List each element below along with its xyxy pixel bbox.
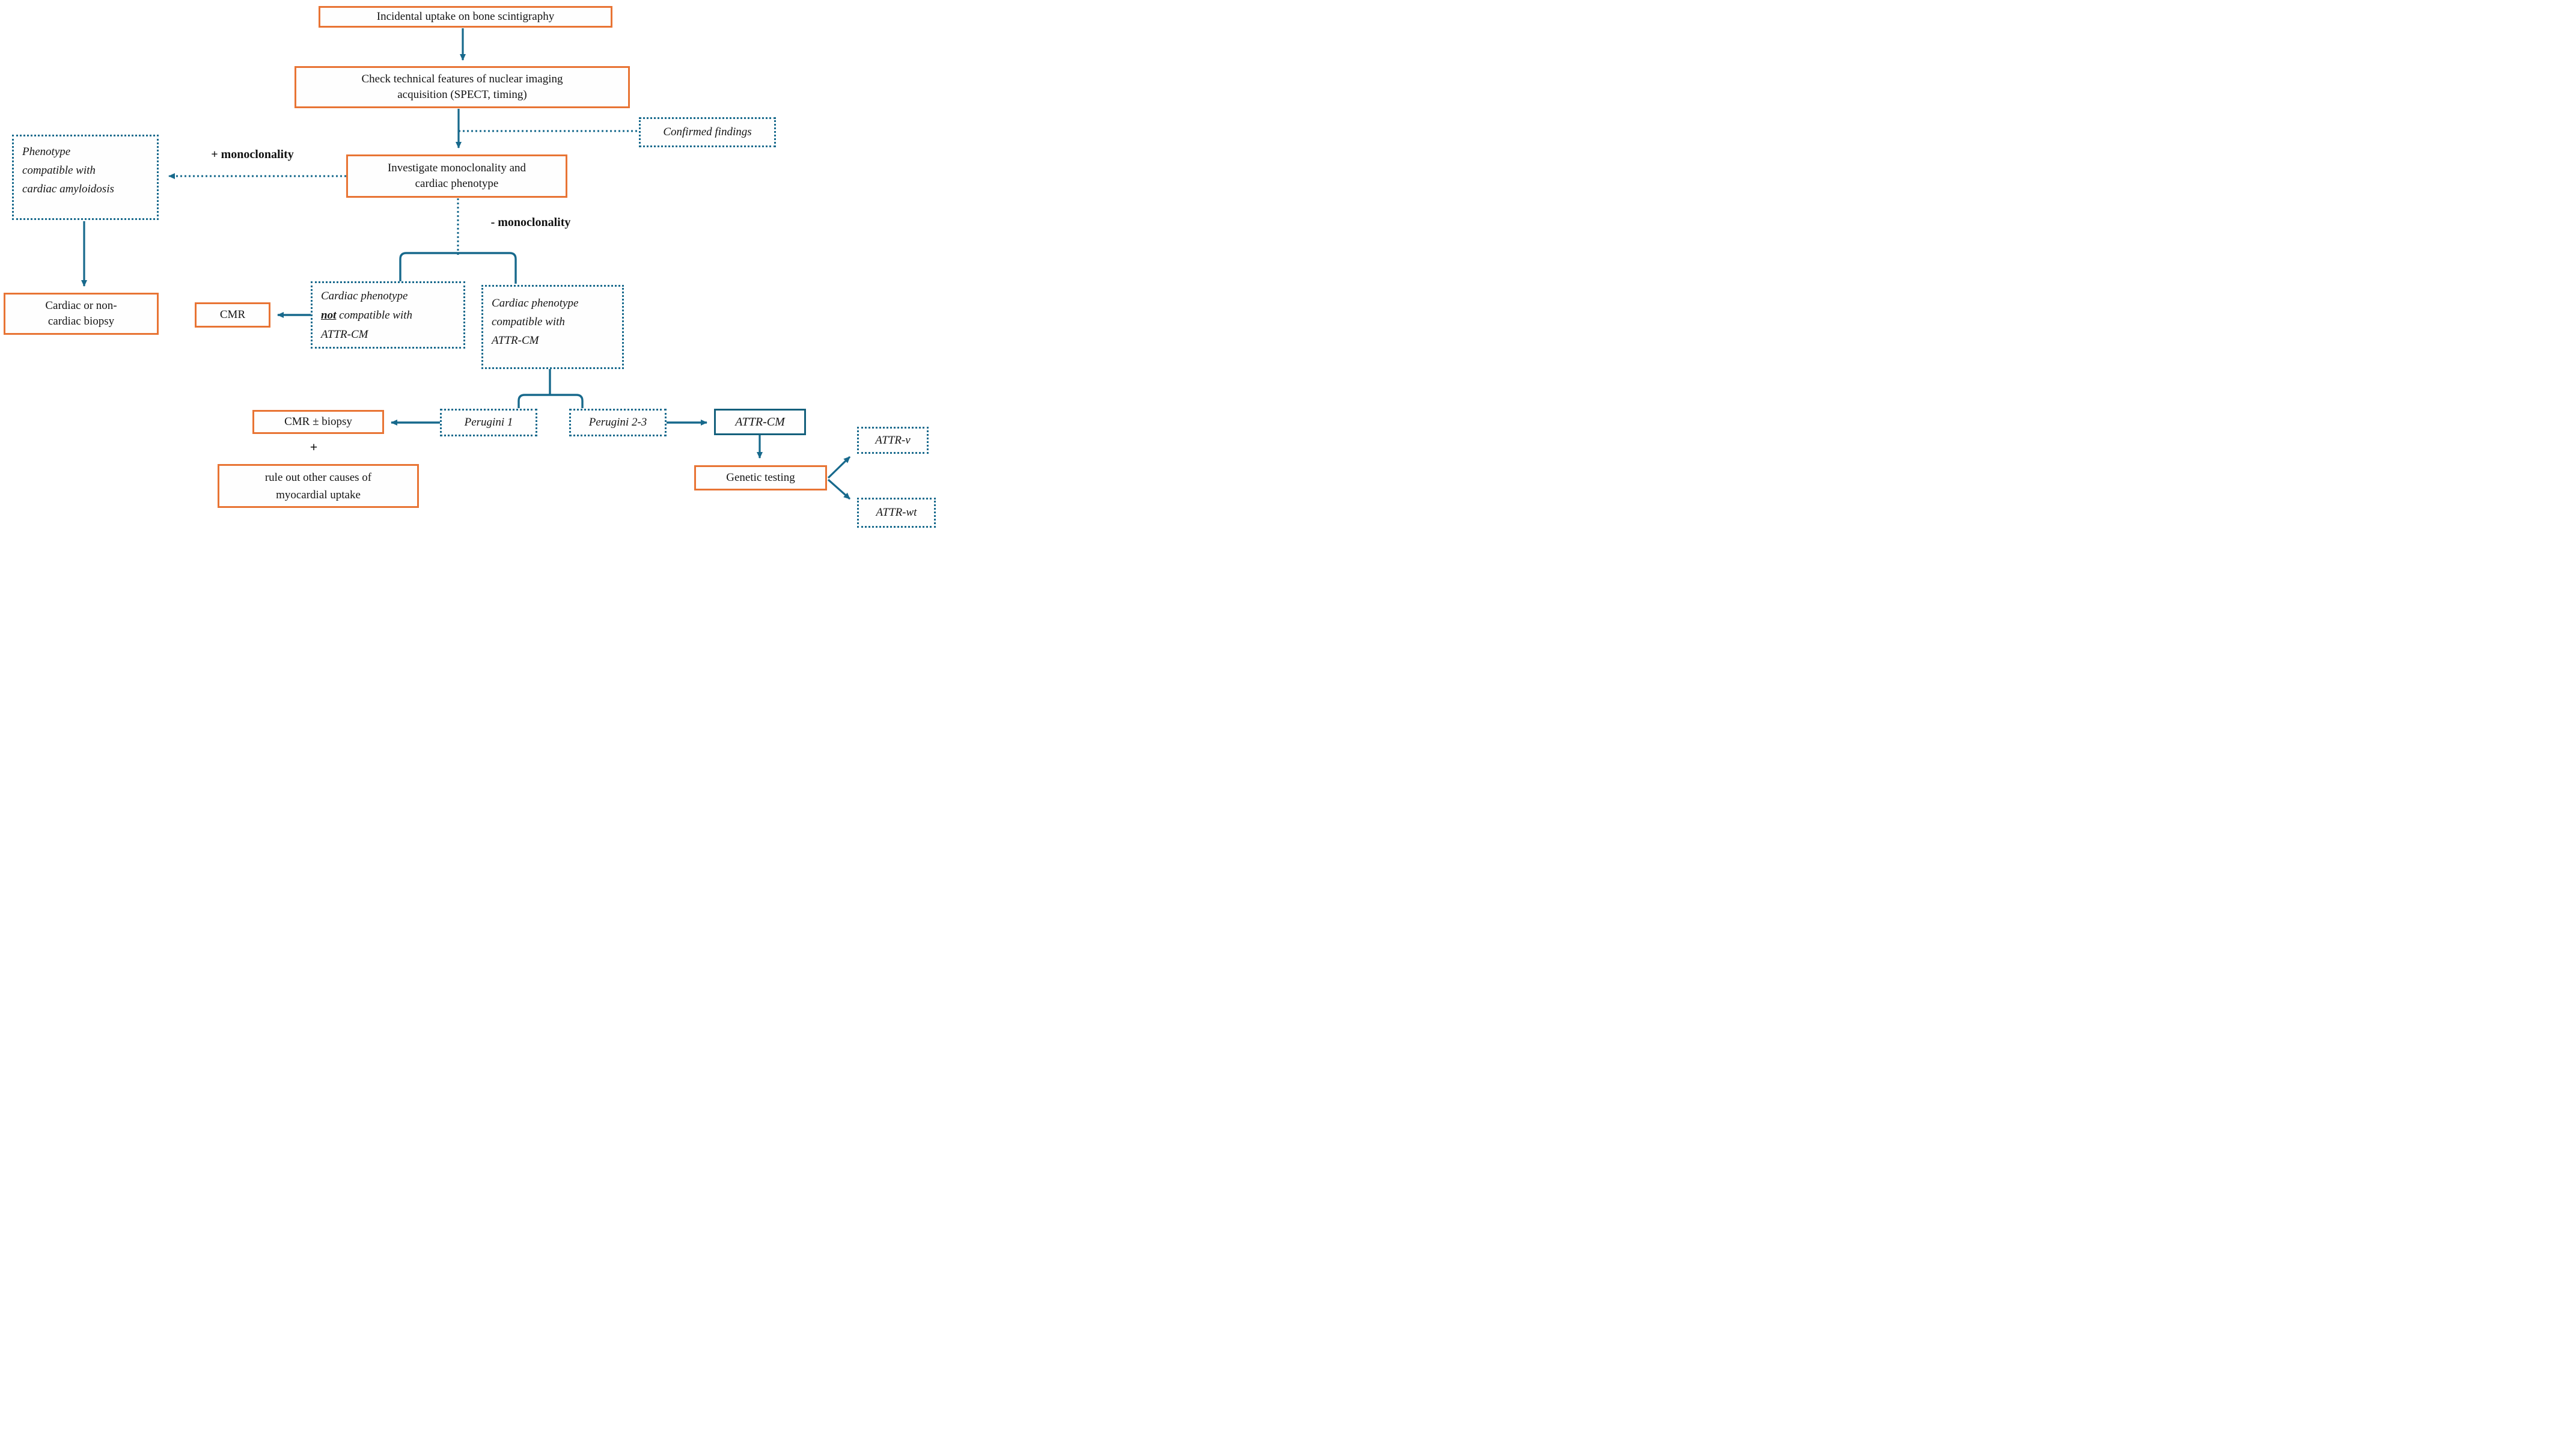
label-plus-sign: +	[310, 439, 318, 454]
bracket-perugini-split	[517, 394, 584, 408]
arrow-genetic-to-attrv	[827, 456, 851, 479]
node-investigate-monoclonality: Investigate monoclonality and cardiac ph…	[346, 154, 567, 198]
node-rule-out-other-causes: rule out other causes of myocardial upta…	[218, 464, 419, 508]
label-minus-monoclonality: - monoclonality	[490, 216, 571, 229]
node-attr-v: ATTR-v	[857, 427, 929, 454]
attr-cm-diagnostic-flowchart: Incidental uptake on bone scintigraphy C…	[0, 0, 942, 530]
arrow-genetic-to-attrwt	[827, 478, 851, 500]
connector-layer	[81, 28, 851, 500]
node-attr-wt: ATTR-wt	[857, 498, 936, 528]
notcompatible-line1: Cardiac phenotype	[321, 290, 408, 302]
node-incidental-uptake: Incidental uptake on bone scintigraphy	[319, 6, 612, 28]
notcompatible-line3: ATTR-CM	[321, 328, 368, 341]
node-cardiac-phenotype-compatible: Cardiac phenotype compatible with ATTR-C…	[481, 285, 624, 369]
node-genetic-testing: Genetic testing	[694, 465, 827, 490]
node-attr-cm-diagnosis: ATTR-CM	[714, 409, 806, 435]
not-word-emphasis: not	[321, 309, 337, 322]
node-check-technical-features: Check technical features of nuclear imag…	[295, 66, 630, 108]
node-perugini-1: Perugini 1	[440, 409, 537, 436]
label-plus-monoclonality: + monoclonality	[211, 148, 294, 161]
node-cardiac-or-noncardiac-biopsy: Cardiac or non- cardiac biopsy	[4, 293, 159, 335]
node-perugini-2-3: Perugini 2-3	[569, 409, 667, 436]
node-phenotype-compatible-cardiac-amyloidosis: Phenotype compatible with cardiac amyloi…	[12, 135, 159, 220]
notcompatible-line2: not compatible with	[321, 306, 412, 325]
node-confirmed-findings: Confirmed findings	[639, 117, 776, 147]
node-cardiac-phenotype-not-compatible: Cardiac phenotype not compatible with AT…	[311, 281, 465, 349]
notcompatible-line2-rest: compatible with	[336, 309, 413, 322]
bracket-phenotype-split	[399, 252, 517, 284]
node-cmr-plus-minus-biopsy: CMR ± biopsy	[252, 410, 384, 434]
node-cmr: CMR	[195, 302, 270, 328]
